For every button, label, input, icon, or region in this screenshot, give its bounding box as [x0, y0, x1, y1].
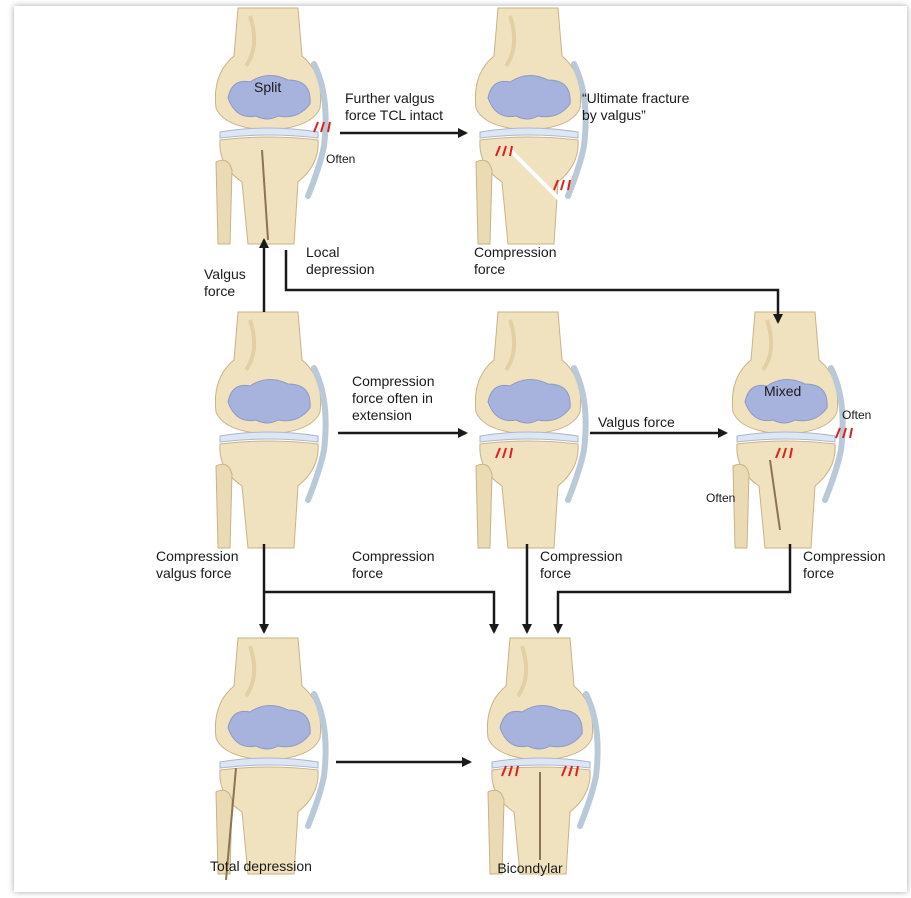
caption-total-depression: Total depression: [176, 858, 346, 874]
label-often-top-left: Often: [326, 152, 355, 166]
label-split: Split: [254, 79, 281, 96]
knee-local-depression: [475, 312, 585, 548]
knee-split: [215, 8, 325, 244]
label-often-mixed-fibula: Often: [706, 491, 735, 505]
label-ultimate-fracture: “Ultimate fracture by valgus”: [582, 90, 689, 124]
label-local-depression: Local depression: [306, 244, 375, 278]
knee-bicondylar: [487, 638, 597, 874]
label-often-mixed-right: Often: [842, 408, 871, 422]
label-further-valgus: Further valgus force TCL intact: [345, 90, 443, 124]
arrow-to-bicondylar-left: [264, 592, 494, 632]
caption-bicondylar: Bicondylar: [460, 860, 600, 876]
knee-intact: [215, 312, 325, 548]
label-compression-force-a: Compression force: [352, 548, 434, 582]
knee-mixed: [732, 312, 842, 548]
knee-total-depression: [215, 638, 325, 874]
label-valgus-force-mid: Valgus force: [598, 414, 675, 431]
label-compression-force-b: Compression force: [540, 548, 622, 582]
label-compression-valgus-force: Compression valgus force: [156, 548, 238, 582]
knee-ultimate-fracture: [475, 8, 585, 244]
label-compression-force-top: Compression force: [474, 244, 556, 278]
label-compression-often-extension: Compression force often in extension: [352, 373, 434, 424]
label-valgus-force-left: Valgus force: [204, 266, 246, 300]
label-mixed: Mixed: [764, 383, 801, 400]
label-compression-force-c: Compression force: [803, 548, 885, 582]
